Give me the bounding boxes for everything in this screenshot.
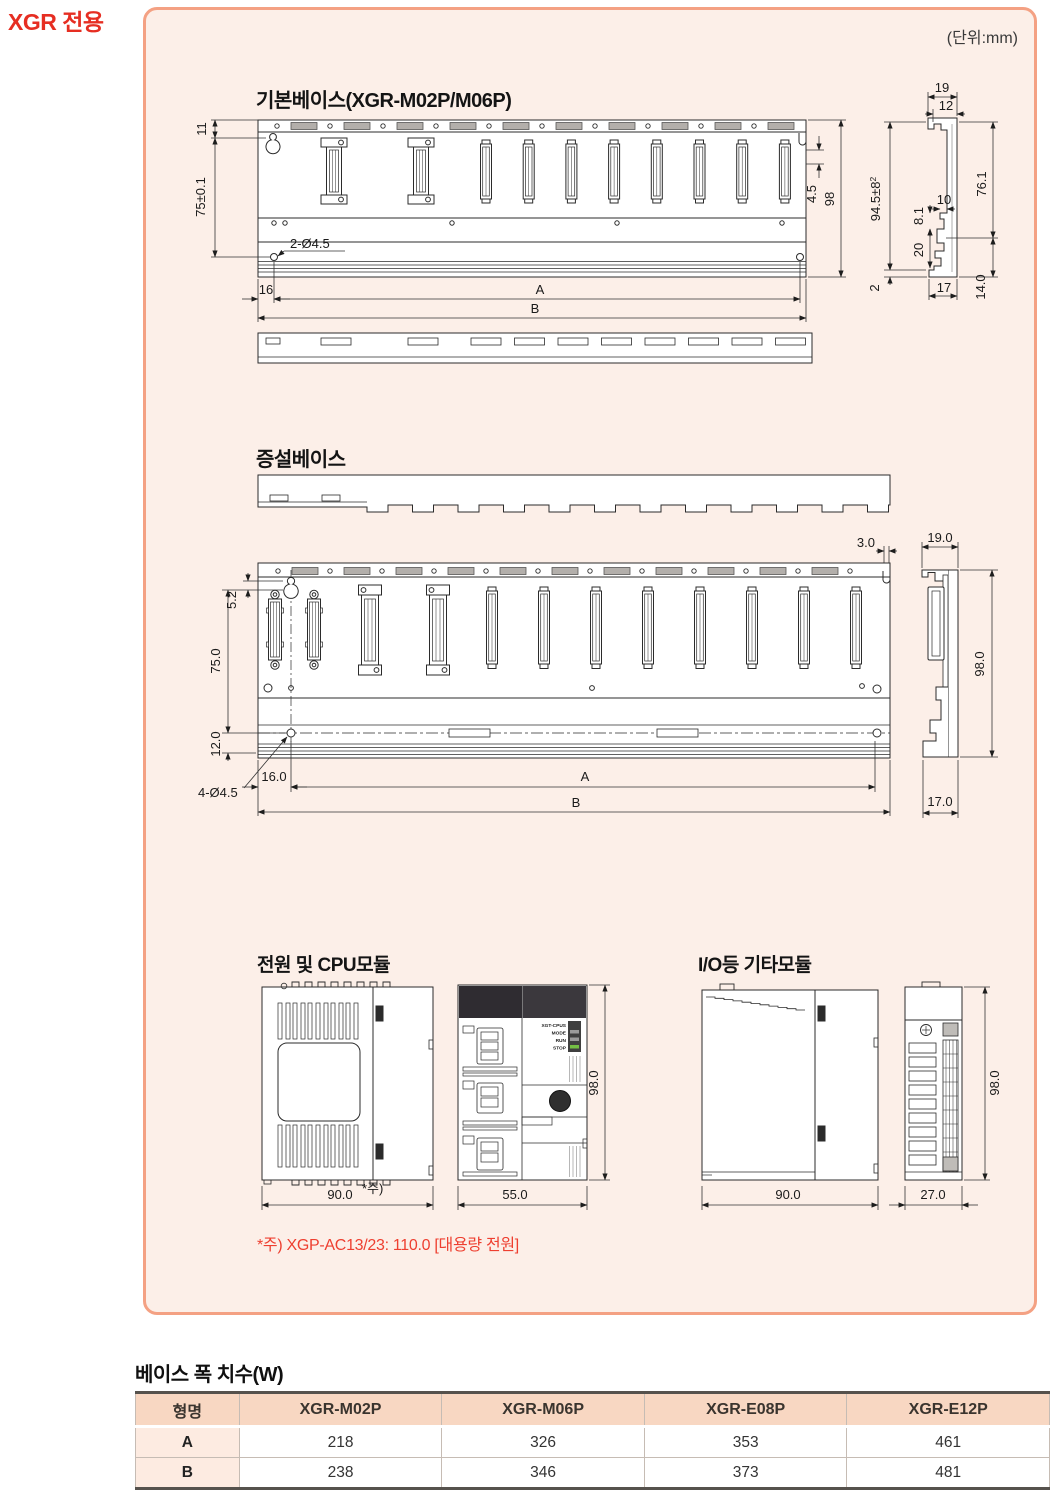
col-header-m06p: XGR-M06P bbox=[441, 1392, 645, 1428]
power-footnote: *주) XGP-AC13/23: 110.0 [대용량 전원] bbox=[257, 1237, 519, 1254]
col-header-e12p: XGR-E12P bbox=[846, 1392, 1050, 1428]
col-header-model: 형명 bbox=[135, 1392, 240, 1428]
cell-b-e12p: 481 bbox=[846, 1457, 1050, 1489]
table-row: A 218 326 353 461 bbox=[135, 1426, 1050, 1458]
expansion-base-title: 증설베이스 bbox=[256, 449, 346, 471]
cell-b-m06p: 346 bbox=[441, 1457, 645, 1489]
base-width-table: 형명 XGR-M02P XGR-M06P XGR-E08P XGR-E12P A… bbox=[135, 1391, 1050, 1490]
cell-a-m02p: 218 bbox=[238, 1426, 443, 1458]
page-tag: XGR 전용 bbox=[8, 9, 104, 35]
power-cpu-title: 전원 및 CPU모듈 bbox=[257, 955, 391, 976]
cell-a-e08p: 353 bbox=[643, 1426, 848, 1458]
row-label-a: A bbox=[135, 1426, 240, 1458]
cell-b-e08p: 373 bbox=[643, 1457, 848, 1489]
table-header-row: 형명 XGR-M02P XGR-M06P XGR-E08P XGR-E12P bbox=[135, 1392, 1050, 1428]
basic-base-title: 기본베이스(XGR-M02P/M06P) bbox=[256, 90, 512, 112]
row-label-b: B bbox=[135, 1457, 240, 1489]
cell-b-m02p: 238 bbox=[238, 1457, 443, 1489]
col-header-m02p: XGR-M02P bbox=[238, 1392, 443, 1428]
table-row: B 238 346 373 481 bbox=[135, 1457, 1050, 1489]
unit-note: (단위:mm) bbox=[946, 30, 1018, 47]
cell-a-m06p: 326 bbox=[441, 1426, 645, 1458]
cell-a-e12p: 461 bbox=[846, 1426, 1050, 1458]
base-width-table-heading: 베이스 폭 치수(W) bbox=[135, 1364, 284, 1386]
col-header-e08p: XGR-E08P bbox=[643, 1392, 848, 1428]
drawings-panel bbox=[143, 7, 1037, 1315]
io-module-title: I/O등 기타모듈 bbox=[698, 955, 812, 976]
